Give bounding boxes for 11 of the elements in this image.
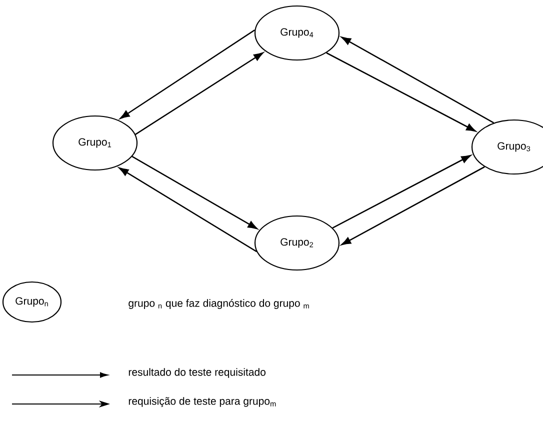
- legend-text: resultado do teste requisitado: [128, 368, 266, 378]
- legend-text: grupo $_{n}$ que faz diagnóstico do grupo $_{m}$: [128, 299, 309, 309]
- legend-text: requisição de teste para grupo$_{m}$: [128, 397, 276, 407]
- arrow: [326, 52, 476, 132]
- arrow: [132, 156, 258, 230]
- arrow: [118, 167, 257, 252]
- arrow: [332, 154, 471, 228]
- arrow: [341, 166, 485, 246]
- arrow: [120, 30, 256, 119]
- arrow: [135, 52, 264, 135]
- arrow: [341, 36, 494, 124]
